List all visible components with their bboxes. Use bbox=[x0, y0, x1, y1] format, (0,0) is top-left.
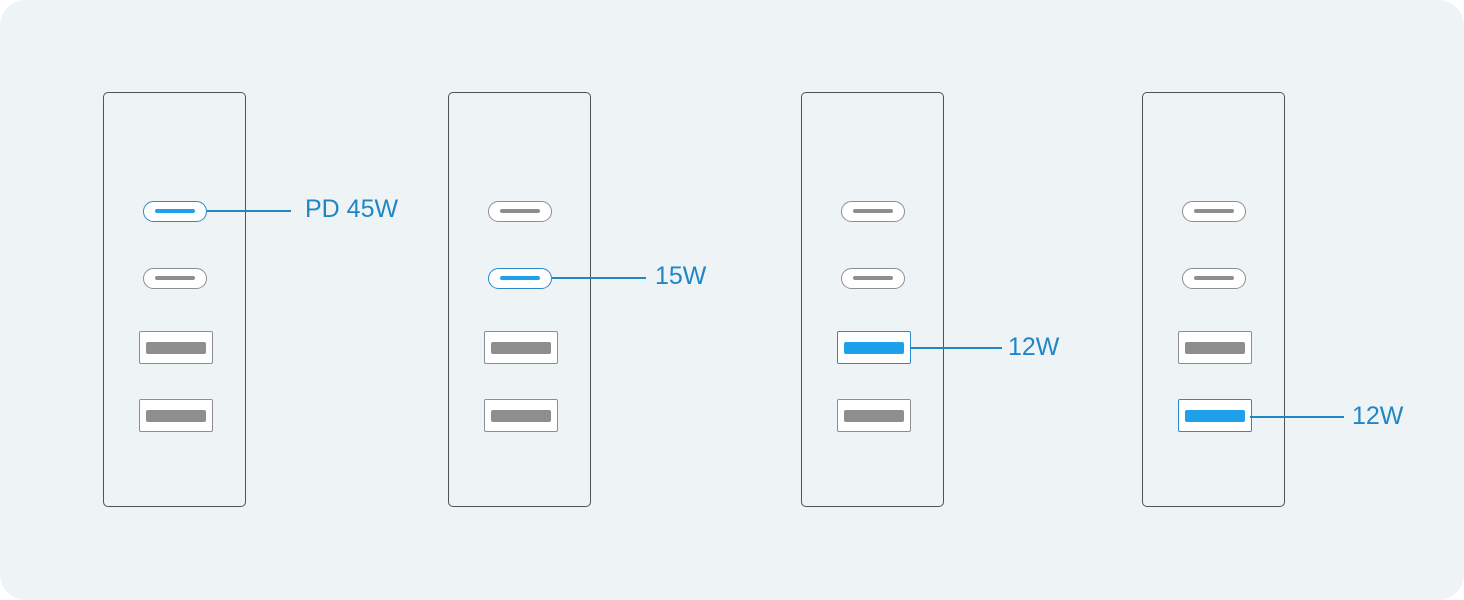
usb-a-port-2 bbox=[484, 399, 558, 432]
usb-a-port-2 bbox=[139, 399, 213, 432]
usb-c-port-2-active bbox=[488, 268, 552, 289]
charger-device-4 bbox=[1142, 92, 1285, 507]
leader-line-3 bbox=[910, 347, 1002, 349]
usb-c-port-1 bbox=[841, 201, 905, 222]
usb-a-port-icon bbox=[491, 410, 551, 422]
usb-c-port-2 bbox=[841, 268, 905, 289]
usb-a-port-icon bbox=[1185, 342, 1245, 354]
port-power-label-3: 12W bbox=[1008, 333, 1060, 361]
leader-line-2 bbox=[552, 277, 646, 279]
usb-a-port-2 bbox=[837, 399, 911, 432]
usb-a-port-icon bbox=[491, 342, 551, 354]
usb-c-port-1 bbox=[1182, 201, 1246, 222]
port-power-label-4: 12W bbox=[1352, 402, 1404, 430]
usb-c-port-icon bbox=[155, 209, 195, 213]
charger-device-2 bbox=[448, 92, 591, 507]
leader-line-1 bbox=[207, 210, 291, 212]
usb-c-port-icon bbox=[1194, 276, 1234, 280]
usb-c-port-1 bbox=[488, 201, 552, 222]
usb-a-port-icon bbox=[1185, 410, 1245, 422]
port-power-label-2: 15W bbox=[655, 262, 707, 290]
usb-a-port-1 bbox=[1178, 331, 1252, 364]
usb-c-port-2 bbox=[143, 268, 207, 289]
usb-a-port-1-active bbox=[837, 331, 911, 364]
usb-c-port-2 bbox=[1182, 268, 1246, 289]
usb-a-port-2-active bbox=[1178, 399, 1252, 432]
leader-line-4 bbox=[1250, 416, 1344, 418]
usb-a-port-1 bbox=[484, 331, 558, 364]
usb-a-port-icon bbox=[844, 342, 904, 354]
usb-c-port-icon bbox=[853, 209, 893, 213]
usb-c-port-icon bbox=[1194, 209, 1234, 213]
usb-c-port-icon bbox=[853, 276, 893, 280]
usb-a-port-icon bbox=[844, 410, 904, 422]
usb-a-port-1 bbox=[139, 331, 213, 364]
port-power-label-1: PD 45W bbox=[305, 195, 399, 223]
charger-device-1 bbox=[103, 92, 246, 507]
usb-c-port-icon bbox=[500, 276, 540, 280]
usb-a-port-icon bbox=[146, 410, 206, 422]
usb-c-port-icon bbox=[155, 276, 195, 280]
usb-c-port-icon bbox=[500, 209, 540, 213]
usb-c-port-1-active bbox=[143, 201, 207, 222]
usb-a-port-icon bbox=[146, 342, 206, 354]
charger-device-3 bbox=[801, 92, 944, 507]
